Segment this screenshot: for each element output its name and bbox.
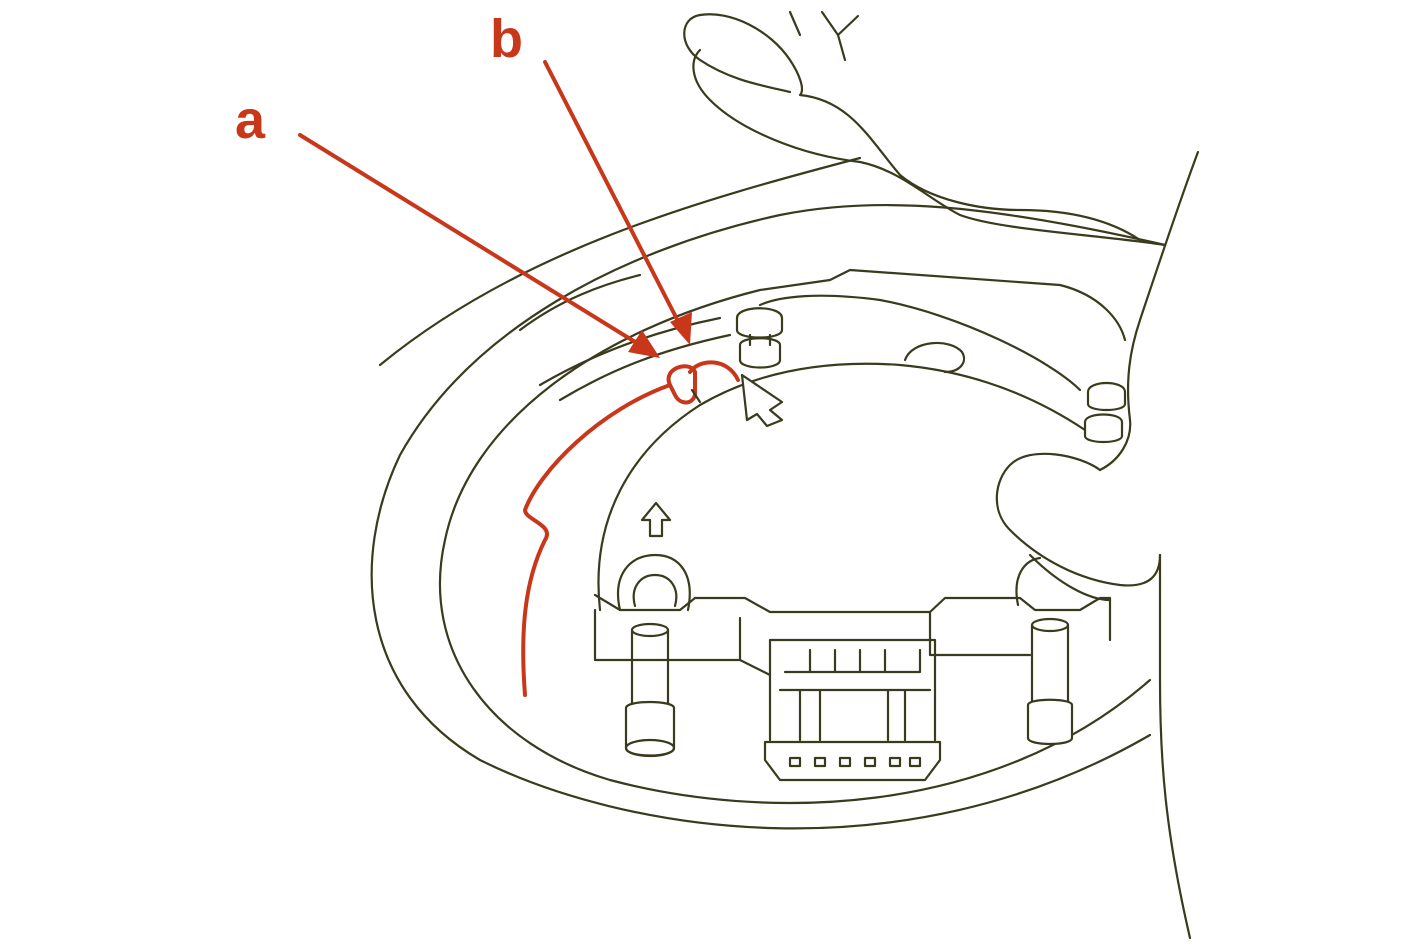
upper-hand	[683, 10, 1167, 247]
callout-a: a	[235, 90, 660, 358]
clip-2-head	[1086, 381, 1127, 412]
right-mount-post	[1015, 556, 1074, 746]
inner-rim-arc-1	[438, 268, 1152, 805]
inner-rim-arc-2	[518, 273, 642, 332]
upper-finger-2	[698, 13, 1142, 242]
clip-1-neck	[748, 333, 772, 347]
plate-hole	[903, 341, 966, 374]
right-hand	[995, 150, 1200, 940]
fuel-hose-highlight	[521, 360, 740, 697]
right-post-ring	[1015, 556, 1042, 607]
callout-b-arrowhead	[670, 312, 692, 345]
right-forearm	[1098, 150, 1200, 472]
left-post-body	[630, 628, 670, 707]
groove-line-3	[758, 294, 1082, 392]
connector-plug-slots	[788, 756, 922, 768]
right-palm	[1158, 553, 1192, 940]
outer-rim-arc-2	[370, 203, 1167, 830]
groove-line-1	[538, 316, 722, 387]
callout-b-label: b	[490, 9, 523, 69]
bracket-lower-2	[738, 658, 772, 677]
left-post-bottom	[624, 738, 676, 758]
right-post-sleeve	[1026, 698, 1074, 746]
upper-finger	[683, 13, 1167, 247]
clip-1-head	[735, 307, 784, 339]
hose-clip-line	[690, 388, 702, 404]
callout-b-line	[543, 60, 682, 327]
arrow-up-icon	[640, 501, 672, 538]
left-mount-post	[617, 553, 691, 758]
plate-edge	[597, 362, 1087, 612]
left-post-sleeve	[624, 700, 676, 757]
fuel-hose	[521, 383, 672, 697]
right-finger-fold	[1028, 553, 1112, 602]
connector-plug	[763, 740, 942, 782]
retaining-clip-1	[735, 307, 784, 369]
right-post-top	[1030, 617, 1070, 633]
connector-pins	[783, 648, 922, 674]
left-post-ring	[617, 553, 691, 612]
electrical-connector	[763, 638, 942, 782]
left-post-top	[630, 622, 670, 638]
outer-rim-arc-1	[378, 156, 862, 367]
right-thumb	[995, 452, 1162, 587]
callout-a-line	[298, 133, 642, 347]
clip-1-base	[738, 337, 782, 369]
pointer-arrow-icon	[740, 373, 784, 428]
hose-clip-wire	[688, 360, 740, 382]
connector-wires	[778, 688, 932, 742]
callout-a-arrowhead	[628, 330, 660, 358]
bracket-outline	[593, 593, 1112, 642]
retaining-clip-2	[1083, 381, 1127, 444]
callout-a-label: a	[235, 90, 266, 150]
pump-plate	[593, 341, 1112, 677]
connector-housing	[768, 638, 937, 742]
upper-thumb	[788, 10, 860, 62]
groove-line-2	[558, 333, 732, 402]
callout-b: b	[490, 9, 692, 345]
right-post-body	[1030, 623, 1070, 707]
clip-2-base	[1083, 413, 1124, 444]
bracket-right	[928, 610, 1032, 657]
housing-rim	[370, 156, 1167, 830]
